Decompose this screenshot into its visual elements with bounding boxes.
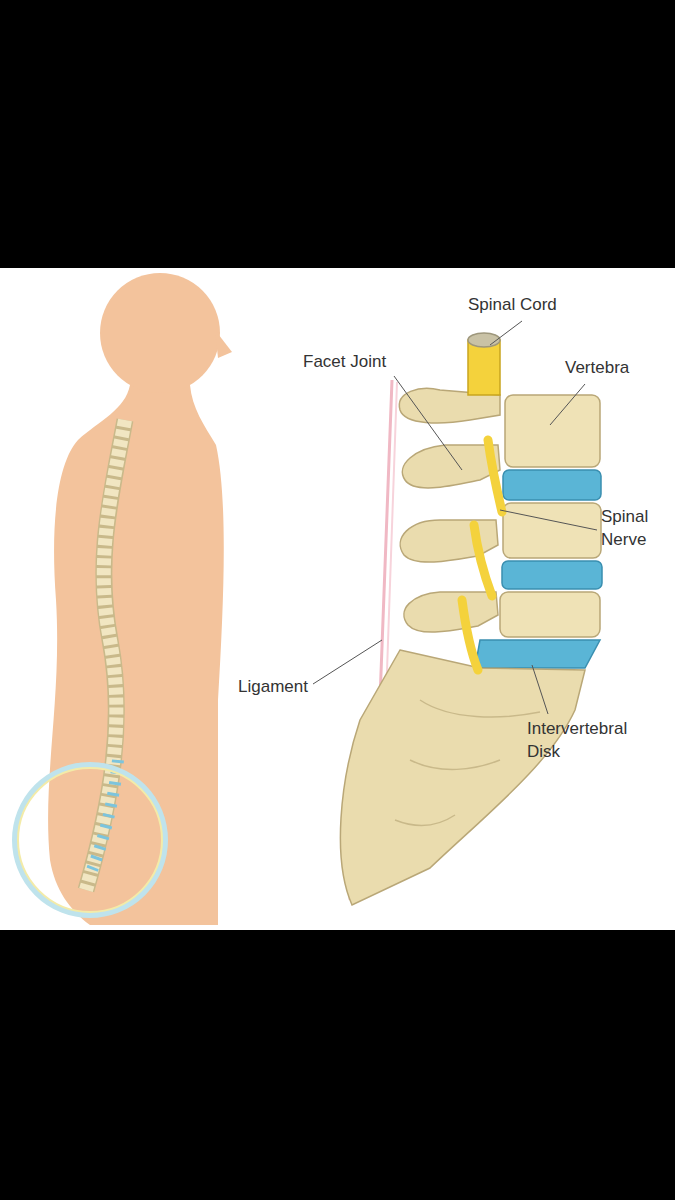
- white-panel: [0, 268, 675, 930]
- part-label: Facet Joint: [303, 351, 403, 374]
- leader-lines: [313, 321, 597, 714]
- part-label: Spinal Cord: [468, 294, 598, 317]
- part-label: Vertebra: [565, 357, 660, 380]
- part-label: Ligament: [238, 676, 328, 699]
- lumbar-spine: [340, 333, 602, 905]
- part-label: Spinal Nerve: [601, 506, 665, 552]
- body-silhouette: [15, 273, 232, 925]
- part-label: Intervertebral Disk: [527, 718, 657, 764]
